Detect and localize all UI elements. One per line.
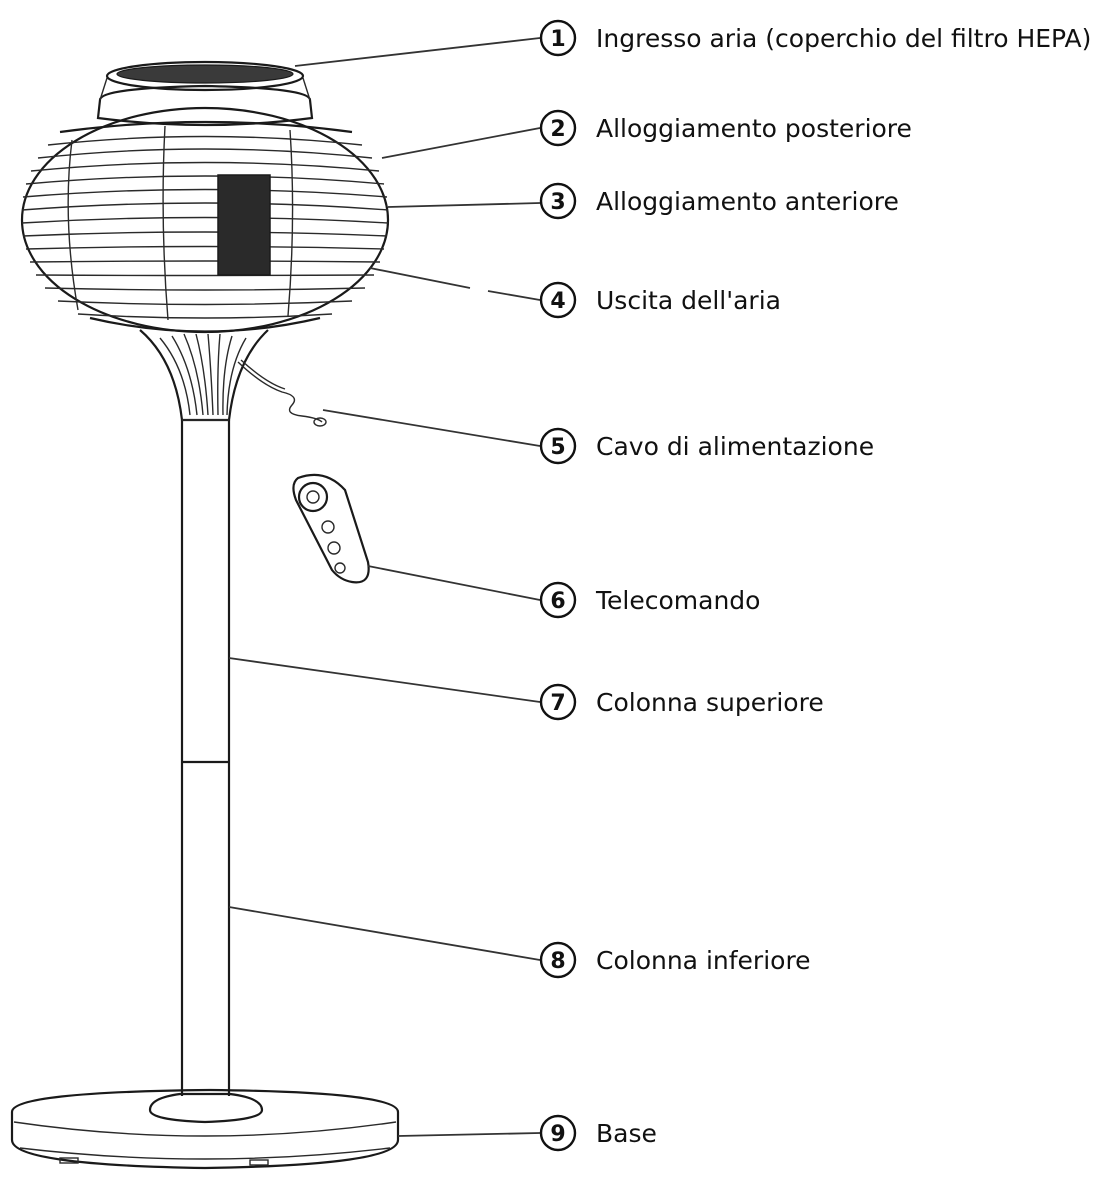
callout-1: 1 Ingresso aria (coperchio del filtro HE… [539, 19, 1091, 57]
upper-column-part [180, 420, 231, 764]
callout-number: 9 [550, 1122, 565, 1147]
callout-4: 4 Uscita dell'aria [539, 281, 781, 319]
callout-label: Alloggiamento posteriore [596, 114, 912, 143]
housing-globe-part [20, 84, 390, 334]
callout-label: Colonna superiore [596, 688, 824, 717]
callout-number: 3 [550, 190, 565, 215]
callout-5: 5 Cavo di alimentazione [539, 427, 874, 465]
callout-label: Telecomando [595, 586, 760, 615]
leader-line-8 [228, 906, 541, 961]
callout-number: 8 [550, 949, 565, 974]
callout-6: 6 Telecomando [539, 581, 760, 619]
callout-8: 8 Colonna inferiore [539, 941, 811, 979]
leader-line-4 [369, 267, 541, 301]
lower-column-part [180, 762, 231, 1096]
callout-3: 3 Alloggiamento anteriore [539, 182, 899, 220]
air-purifier-fan-illustration [10, 60, 400, 1170]
callout-label: Colonna inferiore [596, 946, 811, 975]
power-cable-part [237, 359, 327, 427]
callout-number: 4 [550, 289, 565, 314]
callout-label: Base [596, 1119, 657, 1148]
grille-lines [21, 135, 389, 319]
callout-label: Cavo di alimentazione [596, 432, 874, 461]
callout-number: 5 [550, 435, 565, 460]
leader-line-7 [228, 657, 541, 703]
callout-number: 6 [550, 589, 565, 614]
callout-label: Alloggiamento anteriore [596, 187, 899, 216]
leader-line-1 [294, 37, 541, 67]
neck-part [139, 329, 269, 422]
remote-control-part [292, 473, 370, 584]
air-inlet-part [99, 60, 311, 101]
leader-line-9 [397, 1132, 541, 1137]
callout-label: Ingresso aria (coperchio del filtro HEPA… [596, 24, 1091, 53]
callout-7: 7 Colonna superiore [539, 683, 824, 721]
leader-line-2 [381, 127, 541, 159]
callout-label: Uscita dell'aria [596, 286, 781, 315]
leader-line-6 [367, 565, 541, 601]
leader-lines [228, 37, 541, 1137]
callout-number: 2 [550, 117, 565, 142]
callout-2: 2 Alloggiamento posteriore [539, 109, 912, 147]
base-part [10, 1088, 400, 1170]
leader-line-5 [322, 409, 541, 447]
display-panel [217, 174, 271, 276]
callout-number: 7 [550, 691, 565, 716]
callout-9: 9 Base [539, 1114, 657, 1152]
leader-line-3 [387, 202, 541, 208]
callout-number: 1 [550, 27, 565, 52]
